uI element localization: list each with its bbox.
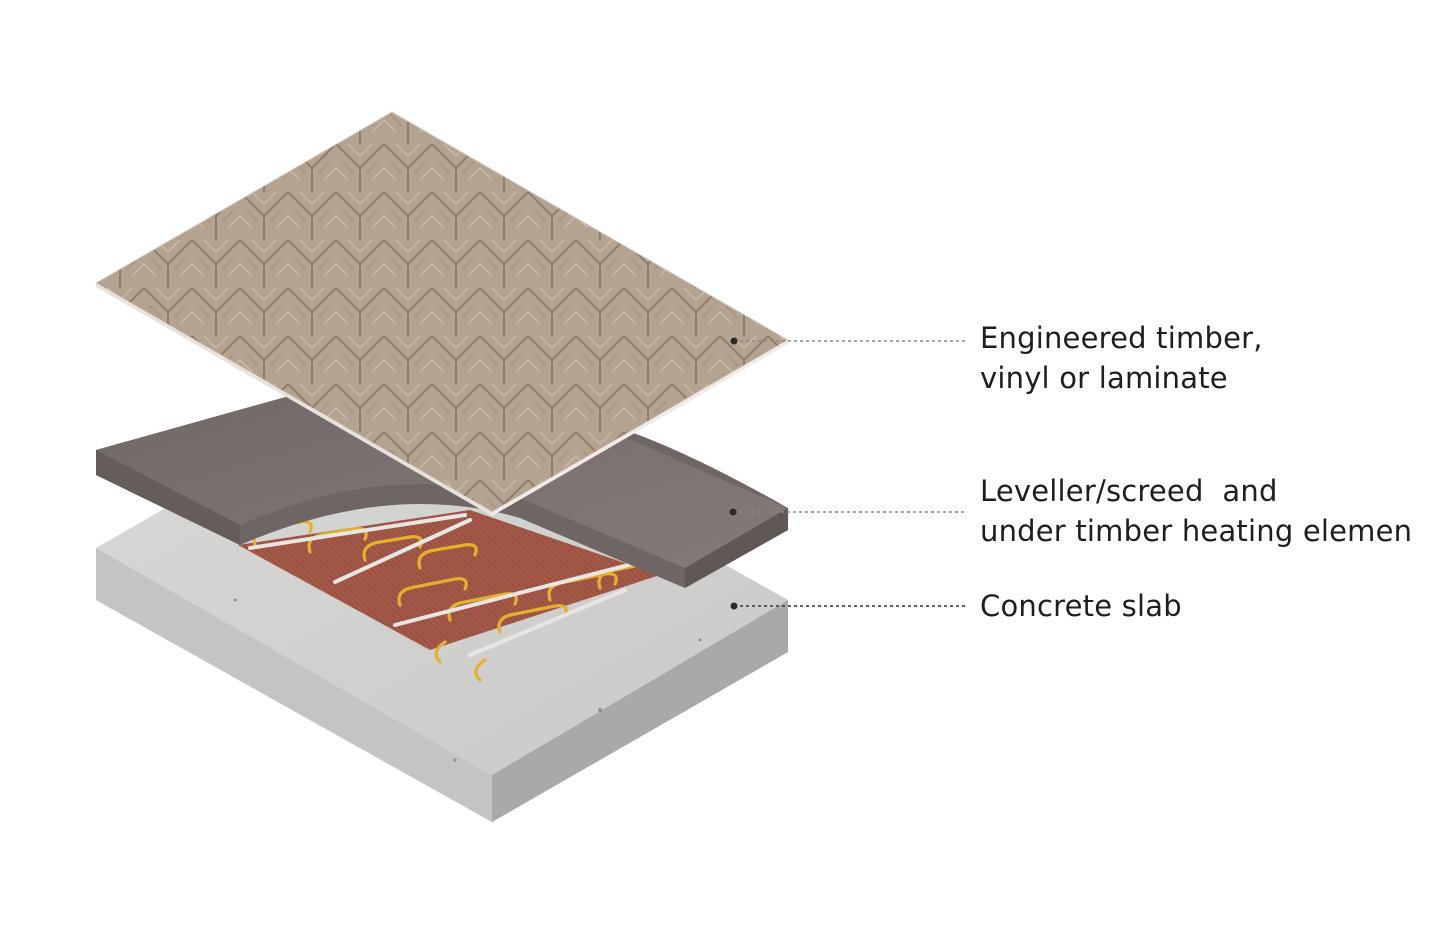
cable-straps [248, 513, 642, 657]
flooring-label: Engineered timber, vinyl or laminate [980, 318, 1263, 398]
slab-marker-dot [730, 602, 738, 610]
leveller-label-line-2: under timber heating elemen [980, 514, 1413, 548]
leveller-label: Leveller/screed and under timber heating… [980, 471, 1412, 551]
slab-label-line-1: Concrete slab [980, 589, 1182, 623]
timber-flooring [95, 111, 789, 516]
slab-label: Concrete slab [980, 586, 1182, 626]
leveller-marker-dot [729, 508, 737, 516]
flooring-label-line-2: vinyl or laminate [980, 361, 1228, 395]
flooring-label-line-1: Engineered timber, [980, 321, 1263, 355]
leveller-label-line-1: Leveller/screed and [980, 474, 1278, 508]
flooring-marker-dot [730, 337, 738, 345]
heating-mat [238, 510, 660, 682]
leader-lines [729, 337, 965, 610]
